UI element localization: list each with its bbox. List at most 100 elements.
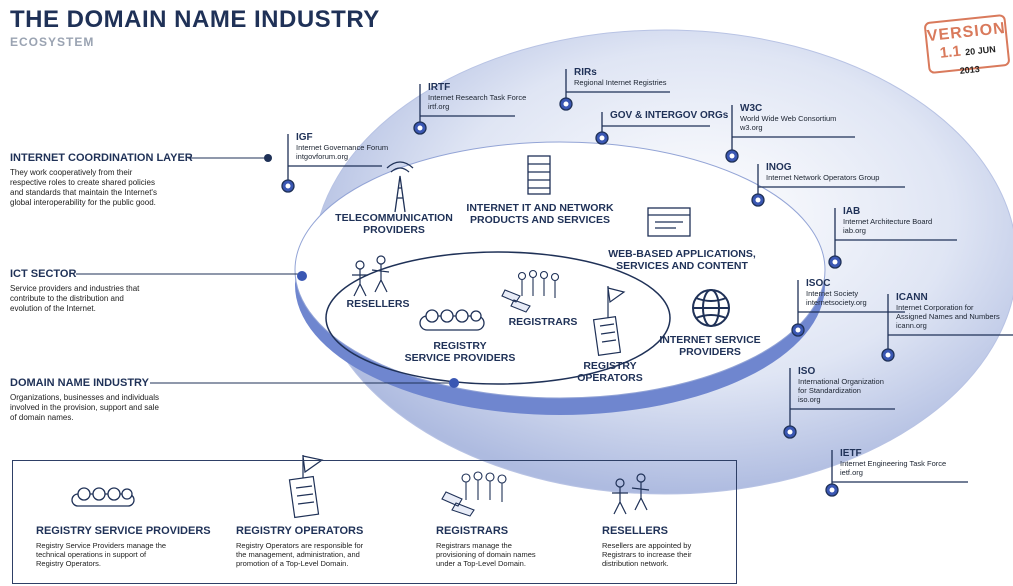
legend-title: REGISTRARS (436, 525, 509, 537)
org-name: IGF (296, 132, 313, 143)
legend-text-line: Registrars to increase their (602, 550, 692, 559)
layer-domain-name-industry: DOMAIN NAME INDUSTRY Organizations, busi… (10, 377, 200, 423)
resellers-people-icon (352, 255, 390, 297)
org-description: Internet Research Task Force (428, 93, 527, 102)
caption-line: REGISTRY (583, 360, 637, 372)
stamp-number: 1.1 (939, 42, 962, 62)
server-icon (527, 155, 551, 195)
org-description: w3.org (740, 123, 763, 132)
legend-box (12, 460, 737, 584)
legend-text-line: Registrars manage the (436, 541, 512, 550)
org-description: ietf.org (840, 468, 863, 477)
stamp-date: 20 JUN 2013 (959, 44, 997, 76)
caption-line: SERVICES AND CONTENT (616, 260, 748, 272)
org-description: World Wide Web Consortium (740, 114, 837, 123)
radio-tower-icon (386, 161, 414, 213)
legend-text-line: distribution network. (602, 559, 669, 568)
org-description: Internet Network Operators Group (766, 173, 880, 182)
caption-isp: INTERNET SERVICE PROVIDERS (654, 334, 766, 358)
layer-text-line: global interoperability for the public g… (10, 198, 156, 207)
ict-sector-ellipse (294, 141, 826, 399)
org-pin-dot (285, 183, 291, 189)
org-description: International Organization (798, 377, 884, 386)
legend-text-line: Registry Operators. (36, 559, 102, 568)
org-description: iso.org (798, 395, 821, 404)
layer-text-line: respective roles to create shared polici… (10, 178, 155, 187)
org-name: ISO (798, 366, 816, 377)
caption-line: TELECOMMUNICATION (335, 212, 453, 224)
legend-text-line: promotion of a Top-Level Domain. (236, 559, 349, 568)
caption-line: INTERNET SERVICE (659, 334, 761, 346)
layer-text-line: They work cooperatively from their (10, 168, 133, 177)
layer-text-line: Service providers and industries that (10, 284, 140, 293)
org-description: internetsociety.org (806, 298, 867, 307)
org-pin-dot (829, 487, 835, 493)
legend-conveyor-icon (71, 487, 135, 507)
registrars-crowd-icon (501, 269, 560, 313)
org-description: Internet Architecture Board (843, 217, 933, 226)
caption-line: PROVIDERS (679, 346, 741, 358)
layer-text-line: of domain names. (10, 413, 74, 422)
legend-title: REGISTRY SERVICE PROVIDERS (36, 525, 211, 537)
org-pins (281, 69, 1013, 497)
caption-line: PROVIDERS (363, 224, 425, 236)
caption-line: SERVICE PROVIDERS (404, 352, 516, 364)
legend-text-line: the management, administration, and (236, 550, 360, 559)
layer-text-line: involved in the provision, support and s… (10, 403, 159, 412)
layer-title: DOMAIN NAME INDUSTRY (10, 377, 149, 389)
org-pin-dot (787, 429, 793, 435)
org-description: iab.org (843, 226, 866, 235)
org-description: Internet Governance Forum (296, 143, 389, 152)
legend-text-line: Registry Operators are responsible for (236, 541, 364, 550)
caption-line: PRODUCTS AND SERVICES (469, 214, 611, 226)
layer-text-line: evolution of the Internet. (10, 304, 96, 313)
org-description: Internet Engineering Task Force (840, 459, 947, 468)
org-description: icann.org (896, 321, 927, 330)
layer-title: INTERNET COORDINATION LAYER (10, 152, 193, 164)
org-pin-dot (729, 153, 735, 159)
org-name: IETF (840, 448, 862, 459)
page-subtitle: ECOSYSTEM (10, 35, 95, 49)
caption-resellers: RESELLERS (346, 298, 410, 310)
org-name: W3C (740, 103, 763, 114)
org-description: irtf.org (428, 102, 450, 111)
conveyor-belt-icon (419, 309, 485, 331)
layer-coordination: INTERNET COORDINATION LAYER They work co… (10, 152, 200, 208)
org-description: Internet Corporation for (896, 303, 974, 312)
layer-description: They work cooperatively from their respe… (10, 168, 200, 208)
caption-it-network: INTERNET IT AND NETWORK PRODUCTS AND SER… (460, 202, 620, 226)
layer-description: Organizations, businesses and individual… (10, 393, 200, 423)
globe-icon (692, 289, 730, 327)
domain-name-industry-ellipse (325, 251, 671, 385)
legend-item: REGISTRY SERVICE PROVIDERS Registry Servi… (36, 525, 211, 568)
org-name: ISOC (806, 278, 831, 289)
registry-operator-icon (592, 286, 626, 357)
layer-text-line: contribute to the distribution and (10, 294, 124, 303)
layer-description: Service providers and industries that co… (10, 284, 200, 314)
caption-registrars: REGISTRARS (508, 316, 578, 328)
org-description: for Standardization (798, 386, 861, 395)
legend-text-line: Resellers are appointed by (602, 541, 692, 550)
org-description: intgovforum.org (296, 152, 349, 161)
org-name: ICANN (896, 292, 928, 303)
legend-text-line: technical operations in support of (36, 550, 147, 559)
org-name: GOV & INTERGOV ORGs (610, 110, 729, 121)
org-name: IRTF (428, 82, 451, 93)
caption-line: REGISTRY (433, 340, 487, 352)
